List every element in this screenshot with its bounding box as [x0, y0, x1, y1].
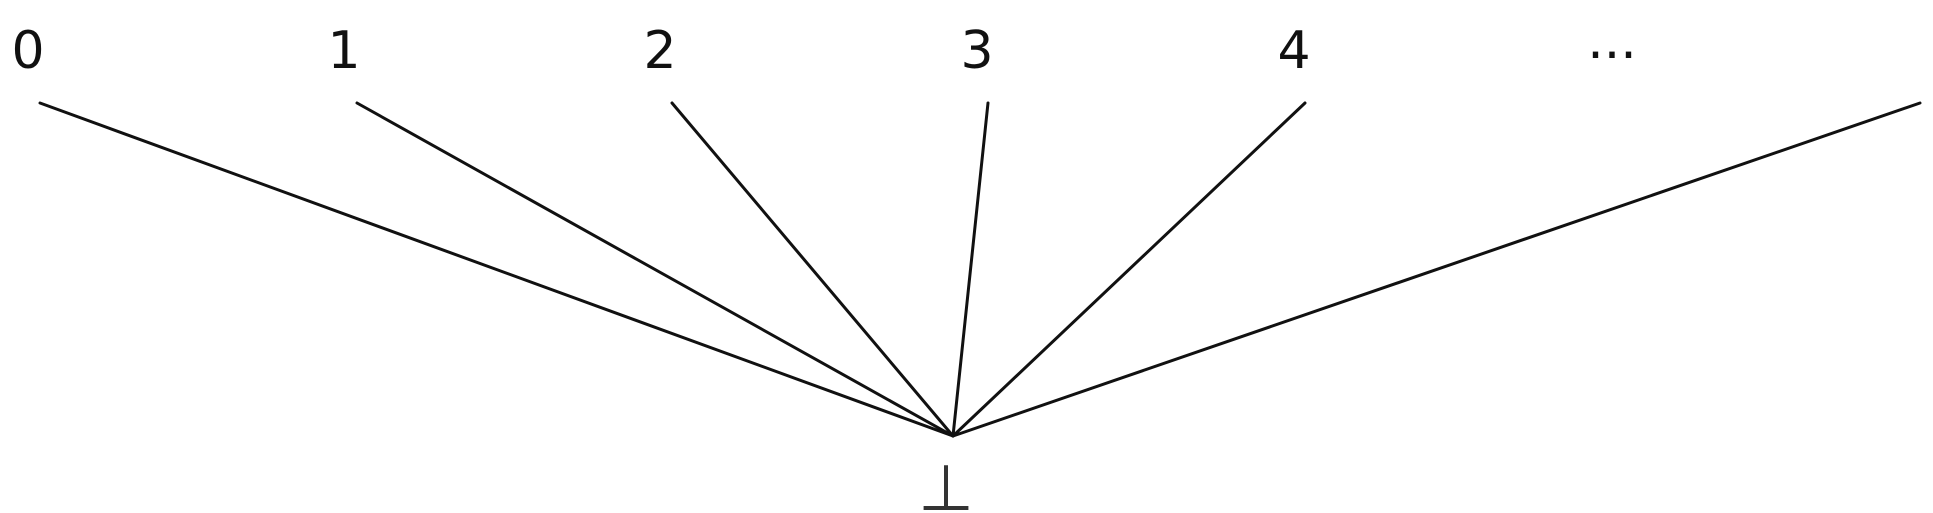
edge-3-to-bottom: [951, 101, 990, 438]
edge-0-to-bottom: [38, 101, 955, 438]
top-node-label-4: 4: [1277, 21, 1310, 81]
top-node-label-2: 2: [643, 21, 676, 81]
top-node-label-ellipsis: ...: [1587, 11, 1637, 71]
top-node-label-1: 1: [327, 21, 360, 81]
edge-2-to-bottom: [670, 101, 955, 438]
edge-4-to-bottom: [951, 101, 1307, 438]
bottom-node-label: ⊥: [918, 452, 974, 513]
edge-ellipsis-to-bottom: [951, 101, 1922, 438]
top-node-label-3: 3: [960, 21, 993, 81]
edge-1-to-bottom: [355, 101, 955, 438]
top-node-label-0: 0: [11, 21, 44, 81]
